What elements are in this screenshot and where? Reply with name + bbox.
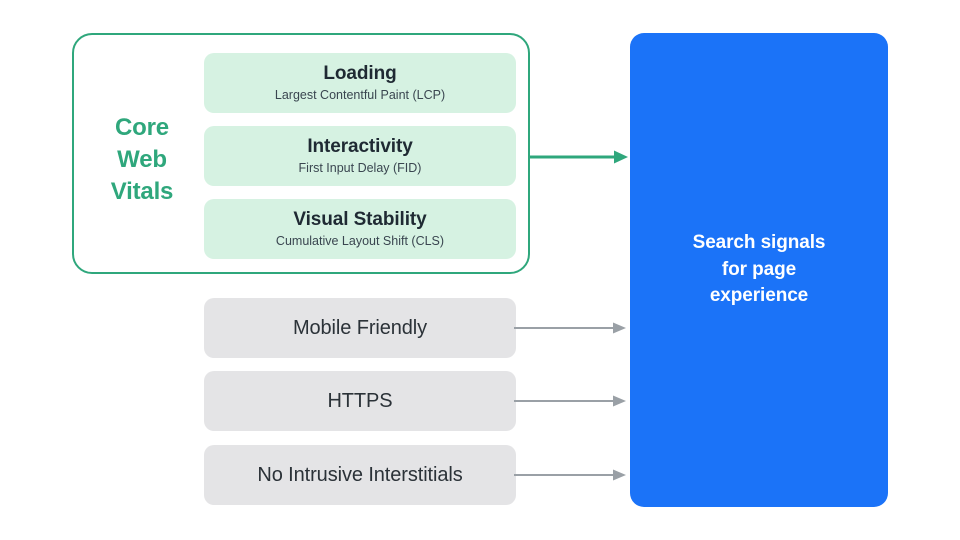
metric-card-loading[interactable]: Loading Largest Contentful Paint (LCP) — [204, 53, 516, 113]
metric-title: Loading — [323, 62, 397, 84]
signal-title: Mobile Friendly — [292, 316, 428, 339]
arrow-right-icon-mobile-friendly — [514, 322, 626, 334]
arrow-right-icon-https — [514, 395, 626, 407]
metric-card-interactivity[interactable]: Interactivity First Input Delay (FID) — [204, 126, 516, 186]
metric-title: Interactivity — [307, 135, 413, 157]
arrow-right-icon-no-intrusive-interstitials — [514, 469, 626, 481]
signal-title: HTTPS — [327, 389, 393, 412]
core-web-vitals-label-line-2: Web — [117, 145, 167, 173]
search-signals-line-2: for page — [721, 258, 797, 280]
search-signals-line-1: Search signals — [692, 231, 826, 253]
signal-card-https[interactable]: HTTPS — [204, 371, 516, 431]
metric-subtitle: Largest Contentful Paint (LCP) — [274, 88, 446, 102]
signal-card-no-intrusive-interstitials[interactable]: No Intrusive Interstitials — [204, 445, 516, 505]
arrow-right-icon-core-web-vitals — [528, 150, 628, 164]
metric-card-visual-stability[interactable]: Visual Stability Cumulative Layout Shift… — [204, 199, 516, 259]
metric-subtitle: Cumulative Layout Shift (CLS) — [275, 234, 445, 248]
metric-title: Visual Stability — [293, 208, 427, 230]
signal-card-mobile-friendly[interactable]: Mobile Friendly — [204, 298, 516, 358]
signal-title: No Intrusive Interstitials — [257, 463, 463, 486]
search-signals-line-3: experience — [709, 285, 809, 307]
core-web-vitals-label: Core Web Vitals — [96, 112, 188, 208]
search-signals-panel-text: Search signals for page experience — [679, 230, 840, 311]
core-web-vitals-label-line-3: Vitals — [110, 177, 174, 205]
core-web-vitals-label-line-1: Core — [115, 114, 169, 141]
search-signals-panel[interactable]: Search signals for page experience — [630, 33, 888, 507]
metric-subtitle: First Input Delay (FID) — [298, 161, 422, 175]
